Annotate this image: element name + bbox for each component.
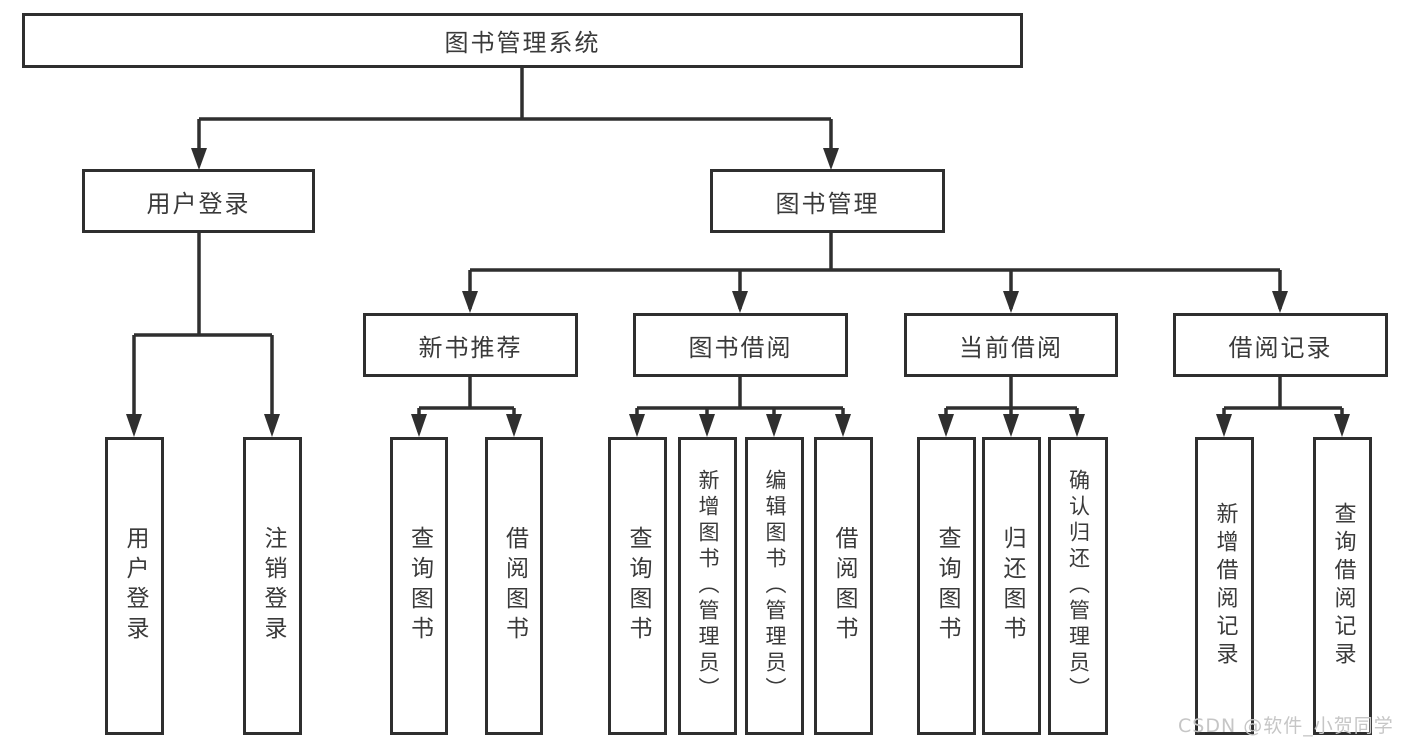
arrowhead-icon bbox=[462, 291, 478, 313]
leaf-borrow-books-borrow-label: 借阅图书 bbox=[831, 526, 857, 646]
node-book-borrow-label: 图书借阅 bbox=[688, 333, 793, 362]
leaf-return-book: 归还图书 bbox=[982, 437, 1041, 735]
leaf-edit-book-admin: 编辑图书（管理员） bbox=[745, 437, 804, 735]
leaf-query-borrow-record: 查询借阅记录 bbox=[1313, 437, 1372, 735]
node-new-book-recommend-label: 新书推荐 bbox=[418, 333, 523, 362]
leaf-query-books-current: 查询图书 bbox=[917, 437, 976, 735]
leaf-borrow-books-recommend-label: 借阅图书 bbox=[501, 526, 528, 646]
arrowhead-icon bbox=[938, 414, 954, 437]
leaf-add-borrow-record: 新增借阅记录 bbox=[1195, 437, 1254, 735]
leaf-confirm-return-admin: 确认归还（管理员） bbox=[1048, 437, 1108, 735]
leaf-query-books-borrow-label: 查询图书 bbox=[625, 526, 651, 646]
node-current-borrow: 当前借阅 bbox=[904, 313, 1118, 377]
node-current-borrow-label: 当前借阅 bbox=[959, 333, 1063, 362]
arrowhead-icon bbox=[732, 291, 748, 313]
arrowhead-icon bbox=[264, 414, 280, 437]
leaf-query-books-recommend: 查询图书 bbox=[390, 437, 448, 735]
arrowhead-icon bbox=[506, 414, 522, 437]
leaf-logout: 注销登录 bbox=[243, 437, 302, 735]
leaf-return-book-label: 归还图书 bbox=[999, 526, 1025, 646]
node-borrow-records: 借阅记录 bbox=[1173, 313, 1388, 377]
node-root-label: 图书管理系统 bbox=[444, 29, 601, 57]
arrowhead-icon bbox=[1069, 414, 1085, 437]
arrowhead-icon bbox=[411, 414, 427, 437]
arrowhead-icon bbox=[699, 414, 715, 437]
node-book-borrow: 图书借阅 bbox=[633, 313, 848, 377]
leaf-user-login-label: 用户登录 bbox=[122, 526, 148, 646]
node-user-login-label: 用户登录 bbox=[146, 189, 251, 218]
leaf-edit-book-admin-label: 编辑图书（管理员） bbox=[763, 469, 787, 703]
leaf-add-book-admin: 新增图书（管理员） bbox=[678, 437, 737, 735]
node-borrow-records-label: 借阅记录 bbox=[1228, 333, 1333, 362]
arrowhead-icon bbox=[835, 414, 851, 437]
leaf-query-books-recommend-label: 查询图书 bbox=[406, 526, 433, 646]
arrowhead-icon bbox=[1216, 414, 1232, 437]
leaf-logout-label: 注销登录 bbox=[260, 526, 286, 646]
arrowhead-icon bbox=[1003, 414, 1019, 437]
arrowhead-icon bbox=[126, 414, 142, 437]
leaf-borrow-books-recommend: 借阅图书 bbox=[485, 437, 543, 735]
csdn-watermark: CSDN @软件_小贺同学 bbox=[1178, 715, 1394, 737]
leaf-add-book-admin-label: 新增图书（管理员） bbox=[696, 469, 720, 703]
leaf-confirm-return-admin-label: 确认归还（管理员） bbox=[1066, 469, 1091, 703]
arrowheads bbox=[126, 148, 1350, 437]
leaf-query-borrow-record-label: 查询借阅记录 bbox=[1330, 502, 1356, 670]
leaf-query-books-borrow: 查询图书 bbox=[608, 437, 667, 735]
arrowhead-icon bbox=[1334, 414, 1350, 437]
leaf-user-login: 用户登录 bbox=[105, 437, 164, 735]
node-book-management: 图书管理 bbox=[710, 169, 945, 233]
arrowhead-icon bbox=[191, 148, 207, 170]
leaf-borrow-books-borrow: 借阅图书 bbox=[814, 437, 873, 735]
arrowhead-icon bbox=[823, 148, 839, 170]
node-new-book-recommend: 新书推荐 bbox=[363, 313, 578, 377]
node-book-management-label: 图书管理 bbox=[775, 189, 880, 218]
arrowhead-icon bbox=[629, 414, 645, 437]
connector-lines bbox=[132, 68, 1344, 432]
arrowhead-icon bbox=[1272, 291, 1288, 313]
node-user-login: 用户登录 bbox=[82, 169, 315, 233]
arrowhead-icon bbox=[1003, 291, 1019, 313]
arrowhead-icon bbox=[766, 414, 782, 437]
leaf-query-books-current-label: 查询图书 bbox=[934, 526, 960, 646]
leaf-add-borrow-record-label: 新增借阅记录 bbox=[1212, 502, 1238, 670]
node-root: 图书管理系统 bbox=[22, 13, 1023, 68]
